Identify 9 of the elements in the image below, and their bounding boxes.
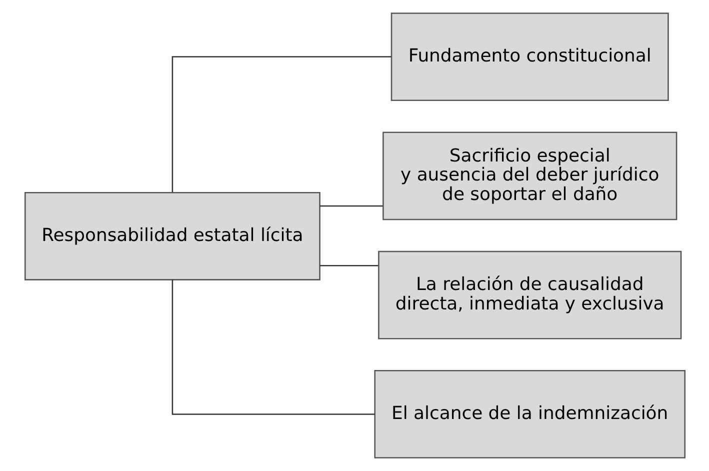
connector bbox=[319, 205, 382, 207]
node-box: La relación de causalidad directa, inmediata y exclusiva bbox=[378, 250, 682, 340]
connector bbox=[171, 280, 374, 415]
node-box: El alcance de la indemnización bbox=[374, 370, 686, 458]
connector bbox=[171, 56, 391, 192]
connector bbox=[319, 264, 378, 266]
node-box: Fundamento constitucional bbox=[390, 12, 668, 101]
node-box: Sacrificio especial y ausencia del deber jurídico de soportar el daño bbox=[382, 132, 677, 220]
node-box: Responsabilidad estatal lícita bbox=[24, 192, 320, 280]
